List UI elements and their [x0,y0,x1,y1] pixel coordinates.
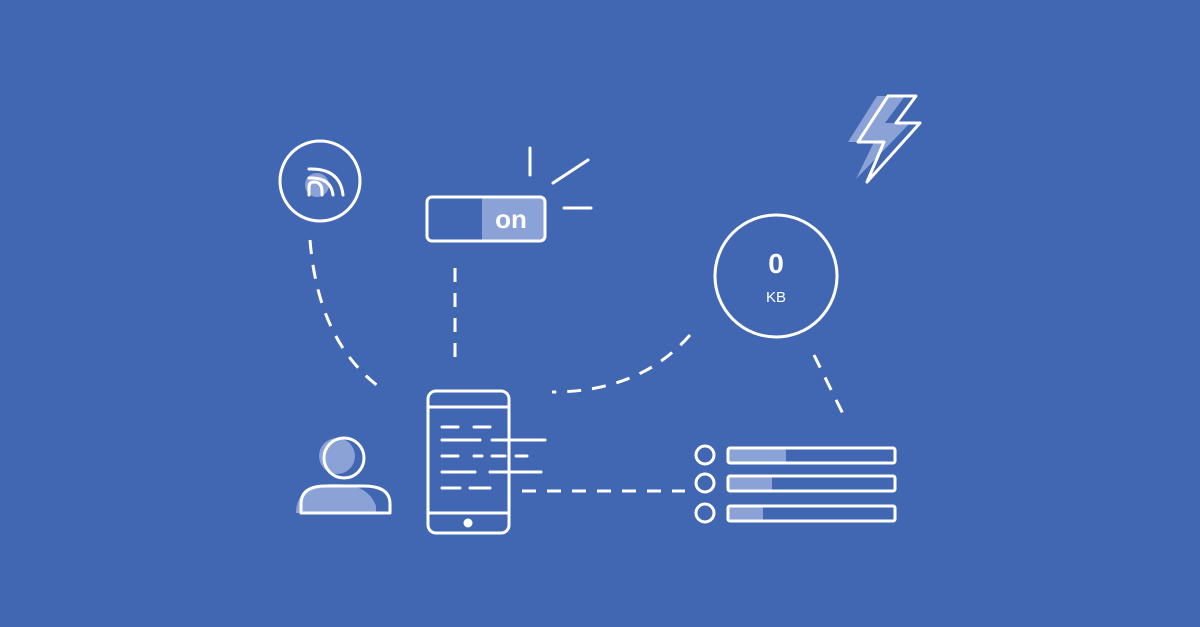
connector-meter-to-list [812,354,848,421]
list-item-fill [728,448,786,463]
phone-text-lines [440,425,547,490]
rss-feed-icon [278,139,362,223]
list-item [694,472,897,494]
list-item [694,502,897,524]
toggle-spark-icon [528,146,593,210]
list-item-fill [728,506,763,521]
smartphone-icon [426,389,547,535]
user-icon [296,436,392,515]
toggle-knob [482,197,545,241]
data-usage-meter: 0 KB [713,213,839,339]
list-item-fill [728,476,772,491]
data-usage-unit: KB [766,289,786,306]
data-usage-value: 0 [768,248,784,279]
toggle-label: on [495,204,527,234]
lightning-bolt-icon [848,94,922,184]
connector-meter-to-phone [551,334,692,394]
radio-list-icon [694,444,897,524]
connector-feed-to-phone [308,239,379,388]
list-item [694,444,897,466]
toggle-switch[interactable]: on [425,195,547,243]
